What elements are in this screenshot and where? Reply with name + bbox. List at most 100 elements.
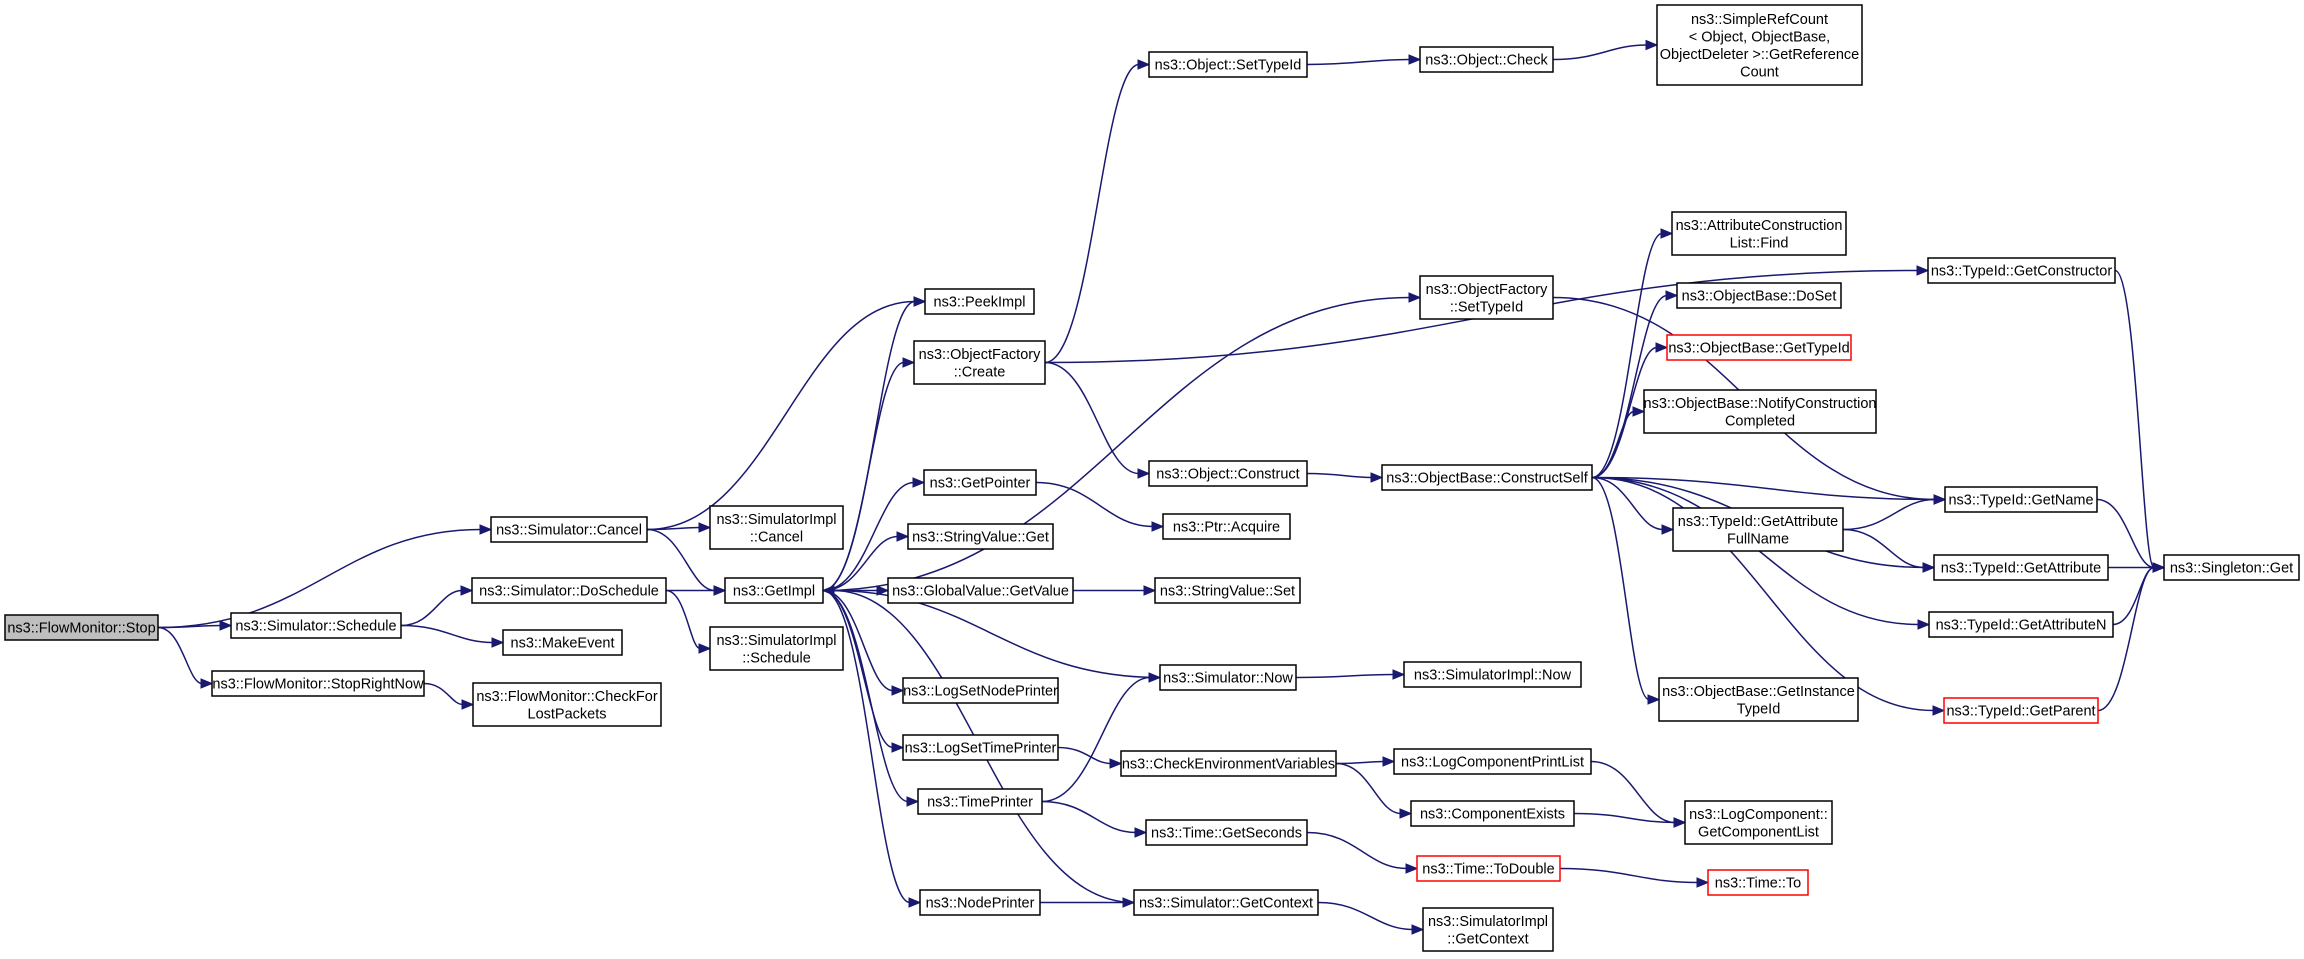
edge-line bbox=[822, 296, 1411, 592]
edge-line bbox=[1041, 676, 1151, 803]
edge-line bbox=[157, 626, 203, 685]
node-time-to[interactable]: ns3::Time::To bbox=[1707, 869, 1809, 896]
node-label: ns3::ObjectFactory bbox=[919, 347, 1041, 363]
node-box bbox=[490, 516, 648, 543]
arrowhead bbox=[908, 897, 922, 908]
edge-node-printer-to-sim-getcontext bbox=[1039, 897, 1136, 908]
node-stop[interactable]: ns3::FlowMonitor::Stop bbox=[4, 614, 159, 641]
node-tid-getconstructor[interactable]: ns3::TypeId::GetConstructor bbox=[1927, 257, 2116, 284]
edge-line bbox=[646, 528, 716, 592]
node-label: ::Schedule bbox=[742, 650, 811, 666]
node-label: ns3::NodePrinter bbox=[926, 896, 1035, 912]
node-box bbox=[913, 340, 1046, 385]
node-box bbox=[1154, 577, 1301, 604]
node-time-printer[interactable]: ns3::TimePrinter bbox=[917, 788, 1043, 815]
node-simimpl-cancel[interactable]: ns3::SimulatorImpl::Cancel bbox=[709, 505, 844, 550]
node-ptr-acquire[interactable]: ns3::Ptr::Acquire bbox=[1162, 513, 1291, 540]
node-simimpl-getcontext[interactable]: ns3::SimulatorImpl::GetContext bbox=[1422, 907, 1554, 952]
node-obj-check[interactable]: ns3::Object::Check bbox=[1419, 46, 1554, 73]
edge-line bbox=[423, 682, 464, 706]
node-box bbox=[1393, 748, 1592, 775]
node-ob-doset[interactable]: ns3::ObjectBase::DoSet bbox=[1676, 282, 1842, 309]
node-box bbox=[902, 677, 1059, 704]
node-make-event[interactable]: ns3::MakeEvent bbox=[502, 629, 623, 656]
arrowhead bbox=[1109, 758, 1123, 769]
node-label: ns3::MakeEvent bbox=[511, 636, 615, 652]
node-peek-impl[interactable]: ns3::PeekImpl bbox=[924, 288, 1035, 315]
node-get-pointer[interactable]: ns3::GetPointer bbox=[923, 469, 1037, 496]
node-box bbox=[1381, 464, 1593, 491]
node-ob-notify[interactable]: ns3::ObjectBase::NotifyConstructionCompl… bbox=[1643, 389, 1877, 434]
node-label: ns3::TypeId::GetAttribute bbox=[1678, 514, 1838, 530]
arrowhead bbox=[1411, 924, 1425, 935]
node-obj-settypeid[interactable]: ns3::Object::SetTypeId bbox=[1148, 51, 1308, 78]
node-stringvalue-get[interactable]: ns3::StringValue::Get bbox=[907, 523, 1054, 550]
node-do-schedule[interactable]: ns3::Simulator::DoSchedule bbox=[471, 577, 667, 604]
node-simple-refcount[interactable]: ns3::SimpleRefCount< Object, ObjectBase,… bbox=[1656, 4, 1863, 86]
node-obj-construct[interactable]: ns3::Object::Construct bbox=[1148, 460, 1308, 487]
node-log-node-printer[interactable]: ns3::LogSetNodePrinter bbox=[902, 677, 1059, 704]
edge-getimpl-to-stringvalue-get bbox=[822, 531, 910, 592]
node-label: Completed bbox=[1725, 413, 1795, 429]
node-getimpl[interactable]: ns3::GetImpl bbox=[724, 577, 824, 604]
node-tid-getparent[interactable]: ns3::TypeId::GetParent bbox=[1943, 697, 2099, 724]
node-singleton-get[interactable]: ns3::Singleton::Get bbox=[2163, 554, 2300, 581]
node-sim-cancel[interactable]: ns3::Simulator::Cancel bbox=[490, 516, 648, 543]
node-stringvalue-set[interactable]: ns3::StringValue::Set bbox=[1154, 577, 1301, 604]
node-ob-constructself[interactable]: ns3::ObjectBase::ConstructSelf bbox=[1381, 464, 1593, 491]
arrowhead bbox=[479, 524, 493, 535]
arrowhead bbox=[891, 742, 905, 753]
node-time-getseconds[interactable]: ns3::Time::GetSeconds bbox=[1145, 819, 1308, 846]
node-stop-right-now[interactable]: ns3::FlowMonitor::StopRightNow bbox=[211, 670, 425, 697]
node-box bbox=[4, 614, 159, 641]
node-sim-getcontext[interactable]: ns3::Simulator::GetContext bbox=[1133, 889, 1319, 916]
node-log-time-printer[interactable]: ns3::LogSetTimePrinter bbox=[902, 734, 1059, 761]
node-label: ns3::LogComponent:: bbox=[1689, 807, 1828, 823]
node-time-todouble[interactable]: ns3::Time::ToDouble bbox=[1416, 855, 1561, 882]
node-sim-schedule[interactable]: ns3::Simulator::Schedule bbox=[230, 612, 402, 639]
node-box bbox=[1419, 275, 1554, 320]
arrowhead bbox=[1405, 863, 1419, 874]
edge-line bbox=[1335, 762, 1402, 815]
node-box bbox=[1943, 697, 2099, 724]
node-of-settypeid[interactable]: ns3::ObjectFactory::SetTypeId bbox=[1419, 275, 1554, 320]
node-label: ns3::FlowMonitor::CheckFor bbox=[476, 689, 657, 705]
arrowhead bbox=[1408, 292, 1422, 303]
node-of-create[interactable]: ns3::ObjectFactory::Create bbox=[913, 340, 1046, 385]
arrowhead bbox=[1661, 524, 1675, 535]
arrowhead bbox=[2152, 562, 2166, 573]
node-box bbox=[1672, 507, 1844, 552]
arrowhead bbox=[460, 585, 474, 596]
node-sim-now[interactable]: ns3::Simulator::Now bbox=[1159, 664, 1297, 691]
edge-tid-getconstructor-to-singleton-get bbox=[2114, 269, 2166, 573]
node-label: ns3::StringValue::Get bbox=[912, 530, 1049, 546]
arrowhead bbox=[1382, 756, 1396, 767]
node-tid-getattributen[interactable]: ns3::TypeId::GetAttributeN bbox=[1928, 611, 2114, 638]
edge-line bbox=[1057, 746, 1112, 765]
node-simimpl-schedule[interactable]: ns3::SimulatorImpl::Schedule bbox=[709, 626, 844, 671]
node-node-printer[interactable]: ns3::NodePrinter bbox=[919, 889, 1041, 916]
edge-line bbox=[1306, 472, 1373, 479]
node-label: ns3::SimulatorImpl bbox=[1428, 914, 1548, 930]
node-globalvalue-getvalue[interactable]: ns3::GlobalValue::GetValue bbox=[887, 577, 1074, 604]
node-ob-gettypeid[interactable]: ns3::ObjectBase::GetTypeId bbox=[1666, 334, 1852, 361]
node-check-env[interactable]: ns3::CheckEnvironmentVariables bbox=[1120, 750, 1337, 777]
node-label: ::GetContext bbox=[1447, 931, 1528, 947]
edge-ob-constructself-to-tid-getattributen bbox=[1591, 476, 1931, 630]
node-comp-exists[interactable]: ns3::ComponentExists bbox=[1410, 800, 1575, 827]
node-label: ns3::PeekImpl bbox=[934, 295, 1026, 311]
node-box bbox=[2163, 554, 2300, 581]
node-tid-getattribute[interactable]: ns3::TypeId::GetAttribute bbox=[1933, 554, 2109, 581]
arrowhead bbox=[821, 585, 835, 596]
node-tid-getname[interactable]: ns3::TypeId::GetName bbox=[1944, 486, 2098, 513]
node-log-comp-printlist[interactable]: ns3::LogComponentPrintList bbox=[1393, 748, 1592, 775]
arrowhead bbox=[1143, 585, 1157, 596]
node-box bbox=[1403, 661, 1582, 688]
node-log-comp-getlist[interactable]: ns3::LogComponent::GetComponentList bbox=[1684, 800, 1833, 845]
node-simimpl-now[interactable]: ns3::SimulatorImpl::Now bbox=[1403, 661, 1582, 688]
